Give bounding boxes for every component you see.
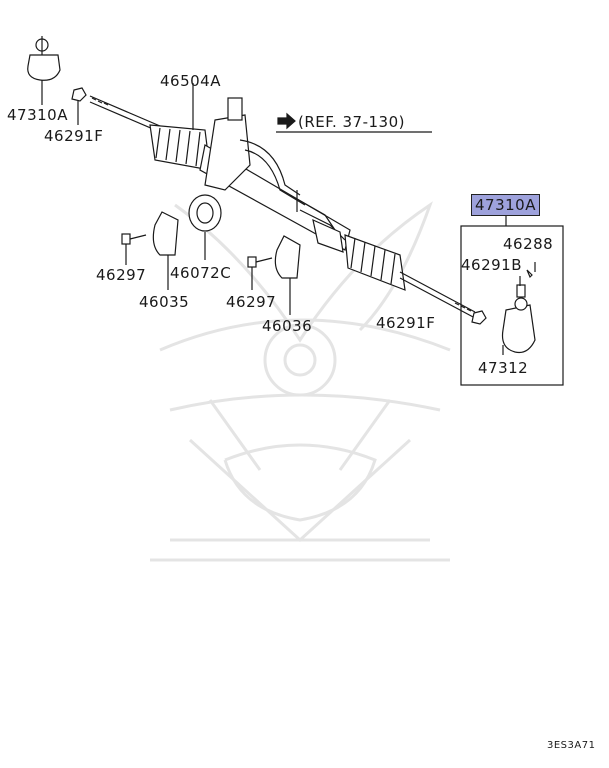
diagram-code: 3ES3A71 [547,740,596,751]
jam-nut-left [71,87,87,102]
tie-rod-left [89,95,161,133]
rack-housing [199,97,351,253]
label-tie-rod-end-left: 47310A [7,106,68,124]
label-jam-nut-left: 46291F [44,127,104,145]
jam-nut-right [471,310,487,325]
label-tie-rod-end-right: 47312 [478,359,529,377]
label-cotter-pin: 46288 [503,235,554,253]
label-nut-right: 46291B [461,256,523,274]
label-clamp-right: 46036 [262,317,313,335]
label-ref-note: (REF. 37-130) [298,113,405,131]
label-bushing: 46072C [170,264,232,282]
tie-rod-end-left [27,36,61,81]
label-gear-box-assy: 46504A [160,72,221,90]
watermark-emblem [150,201,451,562]
bushing [188,194,222,232]
ref-arrow-icon [276,112,432,133]
bolt-left [121,233,147,245]
label-tie-rod-end-right-highlight: 47310A [471,194,540,216]
tie-rod-end-right [501,284,536,354]
label-bolt-right: 46297 [226,293,277,311]
cotter-pin [526,269,533,279]
label-clamp-left: 46035 [139,293,190,311]
clamp-right [274,235,301,279]
tie-rod-right [399,271,476,319]
label-bolt-left: 46297 [96,266,147,284]
boot-right [344,234,406,291]
label-jam-nut-right: 46291F [376,314,436,332]
bolt-right [247,256,273,268]
clamp-left [152,211,179,256]
